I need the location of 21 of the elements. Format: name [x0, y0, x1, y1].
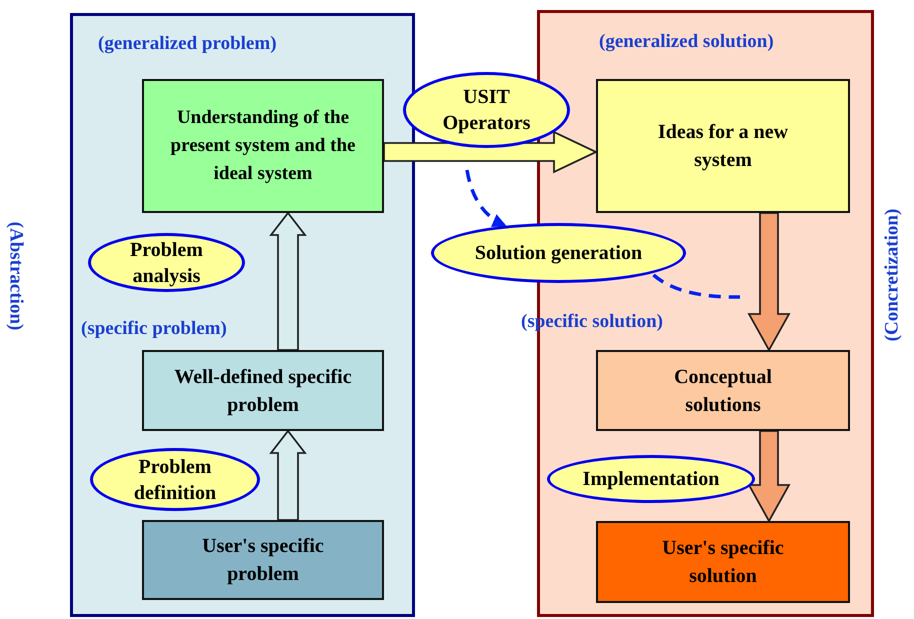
step-ellipse: Problem analysis: [88, 233, 245, 292]
section-label: (generalized solution): [599, 31, 774, 53]
side-label: (Concretization): [880, 208, 903, 341]
block-arrow: [747, 430, 791, 523]
section-label: (generalized problem): [98, 33, 277, 55]
dashed-connector: [465, 170, 507, 227]
block-arrow: [747, 212, 791, 352]
process-box: Ideas for a new system: [596, 79, 850, 213]
side-label: (Abstraction): [4, 221, 26, 330]
process-box: User's specific solution: [596, 521, 850, 603]
process-box: Conceptual solutions: [596, 350, 850, 431]
process-box: User's specific problem: [142, 520, 384, 600]
process-box: Well-defined specific problem: [142, 350, 384, 431]
step-ellipse: Problem definition: [90, 448, 260, 511]
dashed-connector: [652, 274, 740, 299]
step-ellipse: Implementation: [547, 455, 755, 503]
block-arrow: [269, 212, 307, 351]
section-label: (specific problem): [81, 318, 227, 340]
process-box: Understanding of the present system and the ideal system: [142, 79, 384, 213]
block-arrow: [269, 430, 307, 521]
block-arrow: [383, 130, 598, 174]
